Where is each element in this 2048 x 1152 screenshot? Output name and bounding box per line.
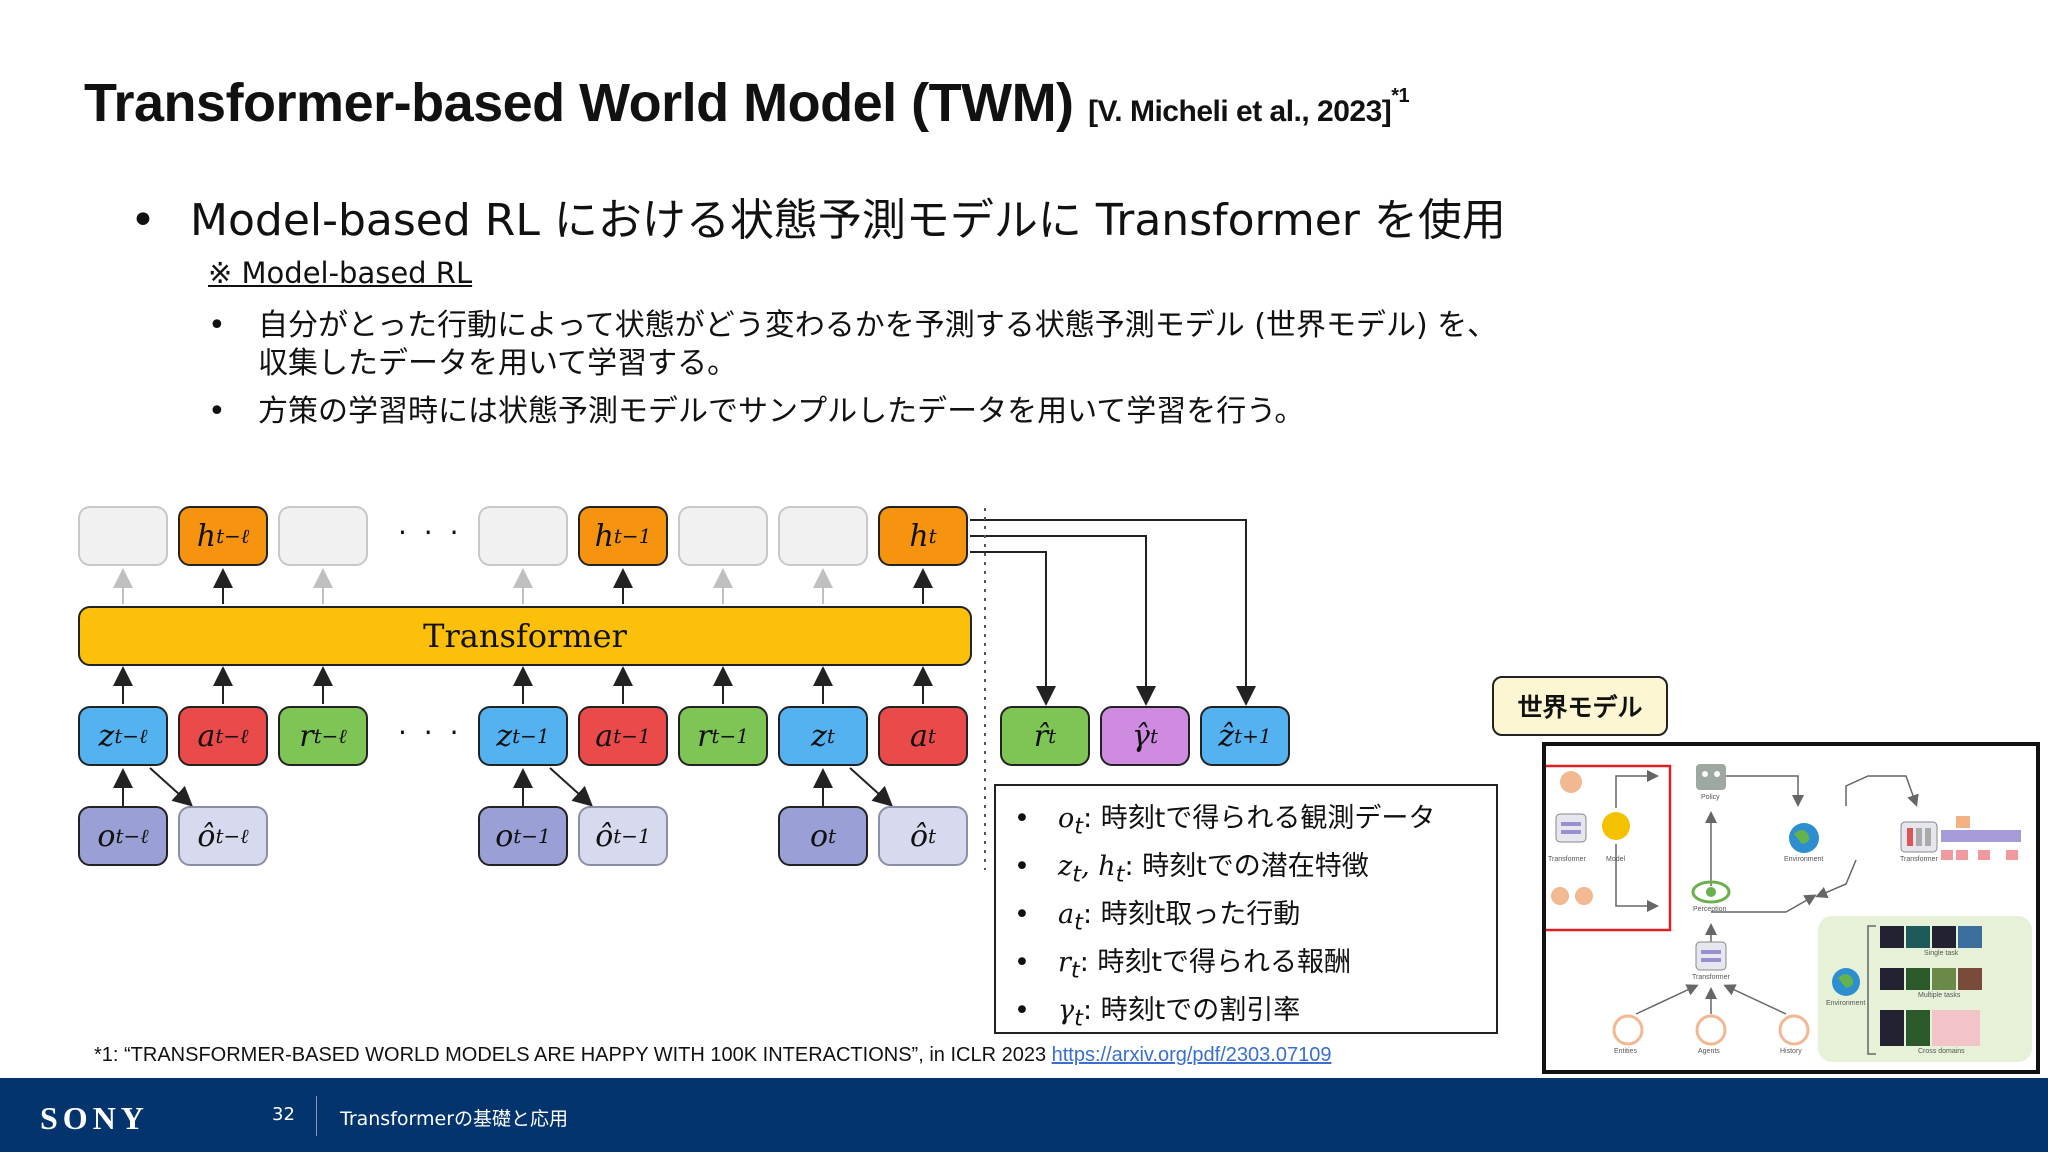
footnote-link[interactable]: https://arxiv.org/pdf/2303.07109 [1051, 1044, 1332, 1066]
main-bullet: • Model-based RL における状態予測モデルに Transformer… [130, 184, 1506, 248]
world-model-badge: 世界モデル [1492, 676, 1668, 736]
hidden-state-placeholder [678, 506, 768, 566]
bullet-dot: • [208, 308, 226, 343]
title-footnote-mark: *1 [1391, 85, 1410, 107]
fig-label-single-task: Single task [1924, 950, 1959, 957]
note-heading: ※ Model-based RL [208, 256, 473, 290]
transformer-block: Transformer [78, 606, 972, 666]
fig-label-environment: Environment [1784, 856, 1824, 863]
predicted-discount: γ̂t [1100, 706, 1190, 766]
footnote-text: *1: “TRANSFORMER-BASED WORLD MODELS ARE … [94, 1044, 1052, 1066]
fig-label-multiple-tasks: Multiple tasks [1918, 992, 1961, 999]
footer-divider [316, 1096, 317, 1136]
survey-figure: Transformer Model Policy Environment Tra… [1542, 742, 2040, 1074]
hidden-state-placeholder [278, 506, 368, 566]
hidden-state-placeholder [778, 506, 868, 566]
sub-bullet-2: • 方策の学習時には状態予測モデルでサンプルしたデータを用いて学習を行う。 [208, 386, 1304, 430]
title-main: Transformer-based World Model (TWM) [84, 73, 1074, 133]
fig-label-entities: Entities [1614, 1048, 1637, 1055]
legend-item: •γt: 時刻tでの割引率 [1014, 995, 1301, 1032]
fig-label-history: History [1780, 1048, 1802, 1055]
fig-label-policy: Policy [1701, 794, 1720, 801]
sub-bullet-2-text: 方策の学習時には状態予測モデルでサンプルしたデータを用いて学習を行う。 [258, 394, 1305, 429]
fig-label-environment2: Environment [1826, 1000, 1866, 1007]
ellipsis-top: · · · [398, 516, 463, 549]
bullet-dot: • [130, 195, 156, 246]
fig-label-transformer2: Transformer [1900, 856, 1938, 863]
sony-logo: SONY [40, 1100, 149, 1136]
fig-label-model: Model [1606, 856, 1626, 863]
hidden-state-placeholder [78, 506, 168, 566]
hidden-state-placeholder [478, 506, 568, 566]
legend-item: •rt: 時刻tで得られる報酬 [1014, 947, 1352, 984]
fig-label-agents: Agents [1698, 1048, 1720, 1055]
sub-bullet-1-line2: 収集したデータを用いて学習する。 [258, 346, 738, 381]
footer-bar: SONY 32 Transformerの基礎と応用 [0, 1078, 2048, 1152]
fig-label-perception: Perception [1693, 906, 1727, 913]
ellipsis-bottom: · · · [398, 716, 463, 749]
footer-title: Transformerの基礎と応用 [340, 1108, 569, 1130]
footnote: *1: “TRANSFORMER-BASED WORLD MODELS ARE … [94, 1044, 1331, 1067]
main-bullet-text: Model-based RL における状態予測モデルに Transformer … [190, 195, 1506, 246]
bullet-dot: • [208, 394, 226, 429]
page-number: 32 [272, 1104, 295, 1125]
sub-bullet-1-line1: 自分がとった行動によって状態がどう変わるかを予測する状態予測モデル (世界モデル… [258, 308, 1498, 343]
survey-figure-graphic [1546, 764, 2032, 1062]
fig-label-transformer3: Transformer [1692, 974, 1730, 981]
legend-box: •ot: 時刻tで得られる観測データ •zt, ht: 時刻tでの潜在特徴 •a… [994, 784, 1498, 1034]
sub-bullet-1: • 自分がとった行動によって状態がどう変わるかを予測する状態予測モデル (世界モデ… [208, 300, 1497, 344]
legend-item: •ot: 時刻tで得られる観測データ [1014, 803, 1436, 840]
page-title: Transformer-based World Model (TWM) [V. … [84, 72, 1410, 134]
legend-item: •at: 時刻t取った行動 [1014, 899, 1301, 936]
title-citation: [V. Micheli et al., 2023] [1088, 95, 1392, 128]
legend-item: •zt, ht: 時刻tでの潜在特徴 [1014, 851, 1369, 888]
fig-label-cross-domains: Cross domains [1918, 1048, 1965, 1055]
fig-label-transformer: Transformer [1548, 856, 1586, 863]
predicted-reward: r̂t [1000, 706, 1090, 766]
